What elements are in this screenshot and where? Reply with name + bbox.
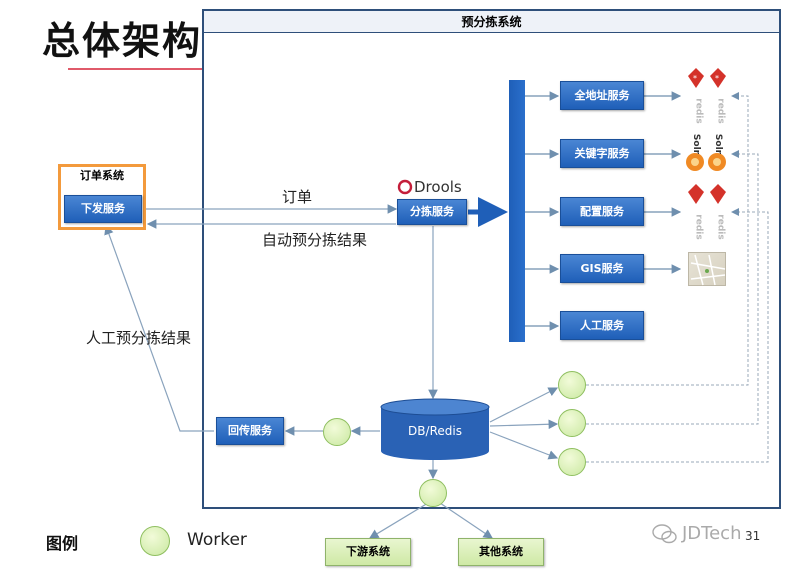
keyword-service-box: 关键字服务 [560, 139, 644, 168]
legend-worker-icon [140, 526, 170, 556]
db-label: DB/Redis [408, 424, 462, 438]
legend-worker-label: Worker [187, 530, 247, 550]
callback-service-box: 回传服务 [216, 417, 284, 445]
redis-icon: * * redis redis [684, 66, 732, 126]
worker-node [323, 418, 351, 446]
dispatch-service-box: 下发服务 [64, 195, 142, 223]
worker-node [419, 479, 447, 507]
downstream-system-box: 下游系统 [325, 538, 411, 566]
watermark: JDTech [652, 521, 772, 547]
manual-service-box: 人工服务 [560, 311, 644, 340]
page-title: 总体架构 [42, 19, 203, 63]
drools-icon [397, 179, 413, 195]
legend-title: 图例 [46, 534, 79, 553]
worker-node [558, 371, 586, 399]
manual-result-label: 人工预分拣结果 [86, 329, 192, 347]
gis-service-box: GIS服务 [560, 254, 644, 283]
drools-logo: Drools [397, 178, 469, 198]
worker-node [558, 448, 586, 476]
auto-result-label: 自动预分拣结果 [262, 231, 368, 249]
order-label: 订单 [282, 188, 313, 206]
drools-label: Drools [414, 178, 462, 196]
svg-text:*: * [715, 74, 719, 83]
redis-icon-config: redis redis [684, 182, 732, 242]
worker-node [558, 409, 586, 437]
order-system-title: 订单系统 [80, 169, 124, 182]
map-icon [688, 252, 726, 286]
svg-text:*: * [693, 74, 697, 83]
title-underline [68, 68, 203, 70]
full-address-service-box: 全地址服务 [560, 81, 644, 110]
other-system-box: 其他系统 [458, 538, 544, 566]
wechat-icon [652, 524, 677, 544]
solr-icon: Solr Solr [684, 130, 732, 174]
presort-system-title: 预分拣系统 [204, 11, 779, 33]
page-number: 31 [745, 529, 761, 543]
config-service-box: 配置服务 [560, 197, 644, 226]
db-redis-store: DB/Redis [380, 398, 490, 462]
service-bus-bar [509, 80, 525, 342]
sorting-service-box: 分拣服务 [397, 199, 467, 225]
